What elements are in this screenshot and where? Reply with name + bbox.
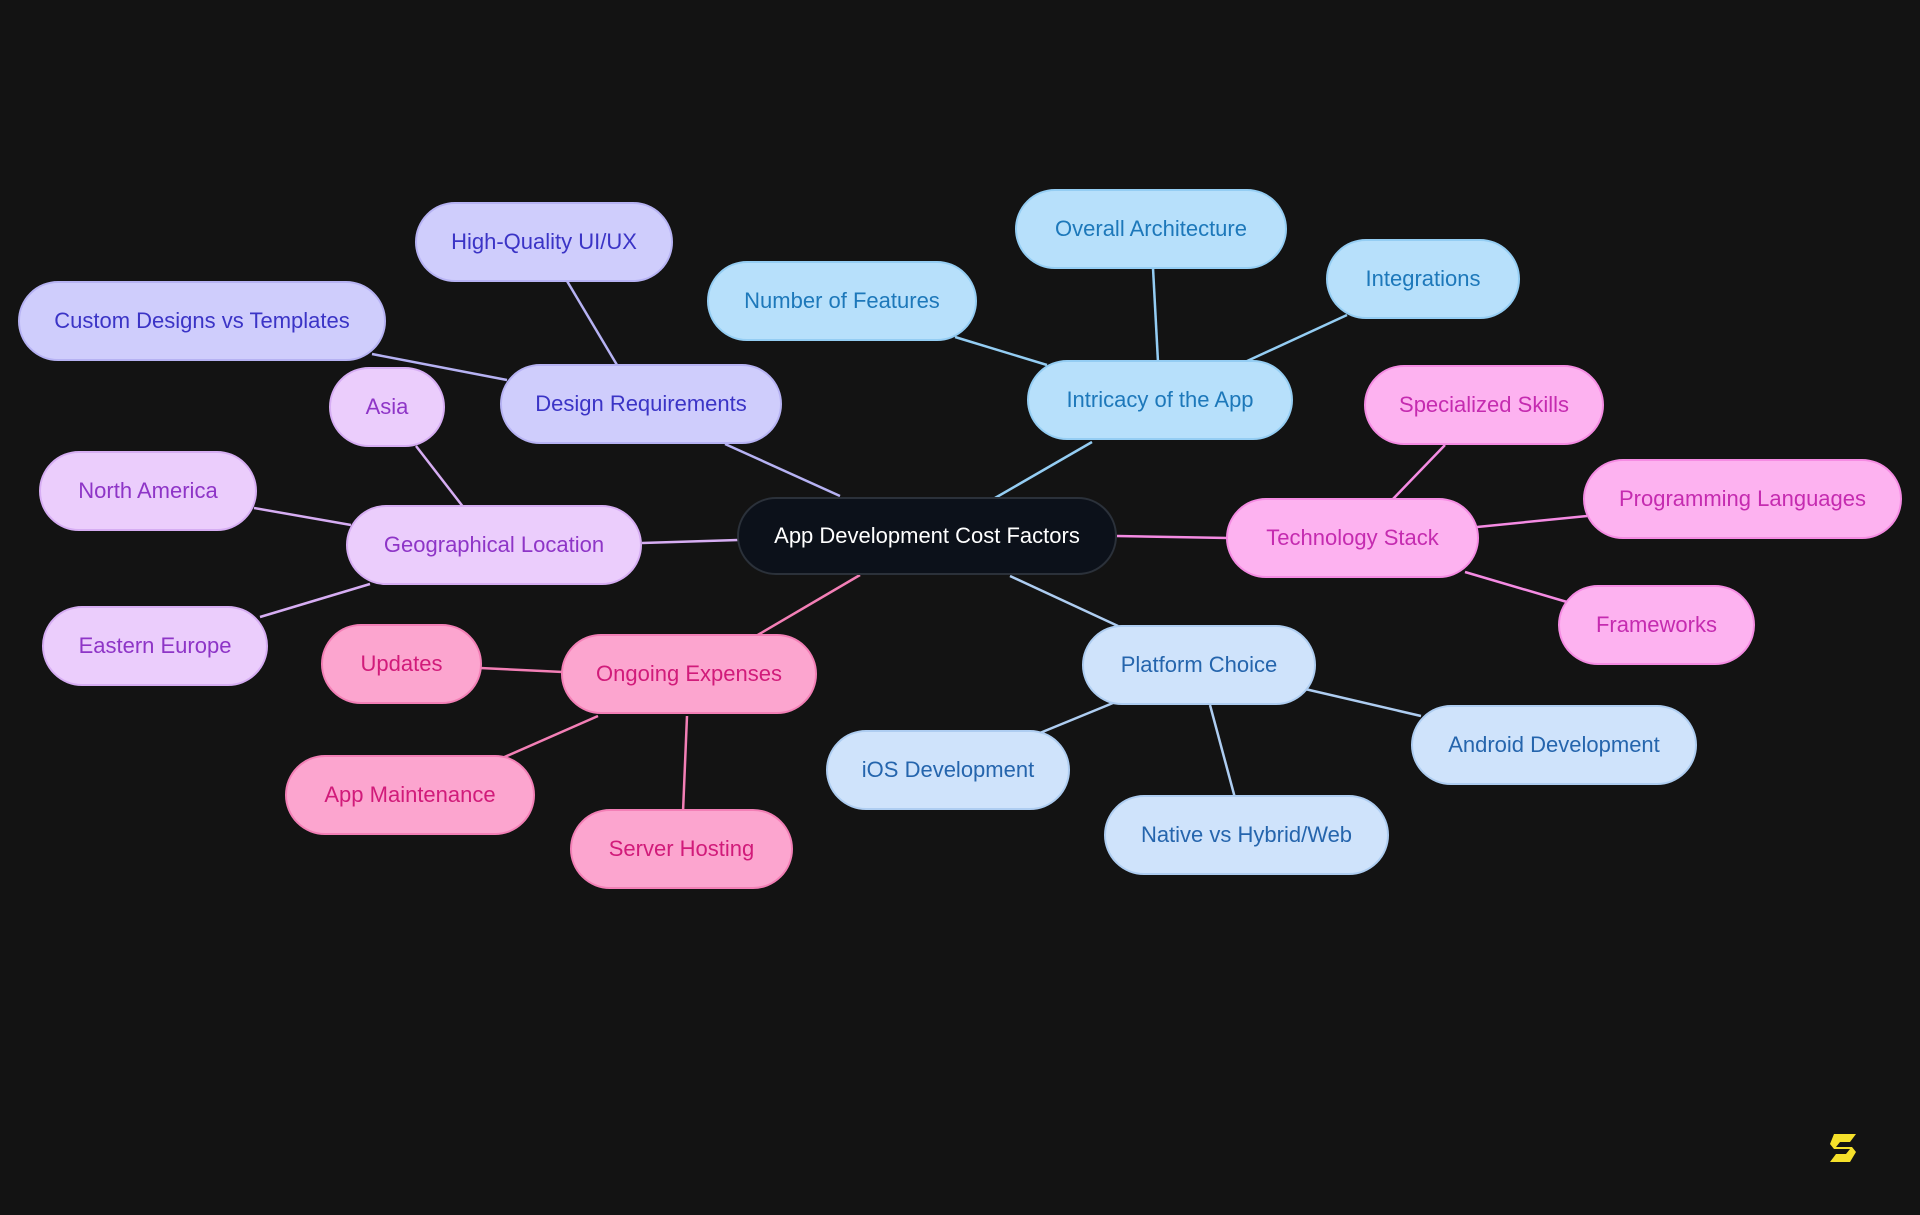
node-geographical-location[interactable]: Geographical Location (346, 505, 642, 585)
node-updates[interactable]: Updates (321, 624, 482, 704)
connector-root-intricacy (994, 440, 1093, 500)
connector-ongoing-maintenance (499, 714, 599, 761)
node-specialized-skills[interactable]: Specialized Skills (1364, 365, 1604, 445)
node-design-requirements[interactable]: Design Requirements (500, 364, 782, 444)
node-ongoing-expenses[interactable]: Ongoing Expenses (561, 634, 817, 714)
node-eastern-europe[interactable]: Eastern Europe (42, 606, 268, 686)
node-server-hosting[interactable]: Server Hosting (570, 809, 793, 889)
connector-geo-northamerica (253, 506, 352, 527)
connector-platform-android (1304, 687, 1422, 718)
node-asia[interactable]: Asia (329, 367, 445, 447)
connector-root-design (724, 442, 841, 498)
node-programming-languages[interactable]: Programming Languages (1583, 459, 1902, 539)
connector-intricacy-architecture (1151, 267, 1160, 363)
node-app-maintenance[interactable]: App Maintenance (285, 755, 535, 835)
node-frameworks[interactable]: Frameworks (1558, 585, 1755, 665)
connector-tech-languages (1476, 514, 1588, 529)
node-native-vs-hybrid-web[interactable]: Native vs Hybrid/Web (1104, 795, 1389, 875)
node-overall-architecture[interactable]: Overall Architecture (1015, 189, 1287, 269)
connector-geo-asia (415, 445, 465, 509)
connector-design-custom (371, 352, 508, 382)
root-node[interactable]: App Development Cost Factors (737, 497, 1117, 575)
node-intricacy-of-the-app[interactable]: Intricacy of the App (1027, 360, 1293, 440)
node-technology-stack[interactable]: Technology Stack (1226, 498, 1479, 578)
node-custom-designs-vs-templates[interactable]: Custom Designs vs Templates (18, 281, 386, 361)
node-north-america[interactable]: North America (39, 451, 257, 531)
node-ios-development[interactable]: iOS Development (826, 730, 1070, 810)
connector-intricacy-integrations (1244, 313, 1348, 364)
connector-design-uiux (565, 280, 619, 366)
connector-tech-frameworks (1464, 570, 1568, 604)
connector-intricacy-features (954, 335, 1048, 367)
node-platform-choice[interactable]: Platform Choice (1082, 625, 1316, 705)
connector-ongoing-updates (479, 666, 564, 674)
node-high-quality-uiux[interactable]: High-Quality UI/UX (415, 202, 673, 282)
connector-platform-ios (1034, 701, 1114, 737)
brand-s-logo-icon (1830, 1134, 1856, 1162)
connector-tech-skills (1391, 444, 1446, 501)
connector-root-platform (1009, 574, 1119, 628)
node-android-development[interactable]: Android Development (1411, 705, 1697, 785)
connector-root-tech (1116, 534, 1229, 540)
node-number-of-features[interactable]: Number of Features (707, 261, 977, 341)
connector-root-geo (641, 538, 739, 545)
connector-geo-easterneurope (259, 582, 371, 619)
node-integrations[interactable]: Integrations (1326, 239, 1520, 319)
connector-platform-native (1208, 704, 1237, 799)
connector-root-ongoing (755, 573, 861, 638)
connector-ongoing-hosting (681, 715, 689, 813)
